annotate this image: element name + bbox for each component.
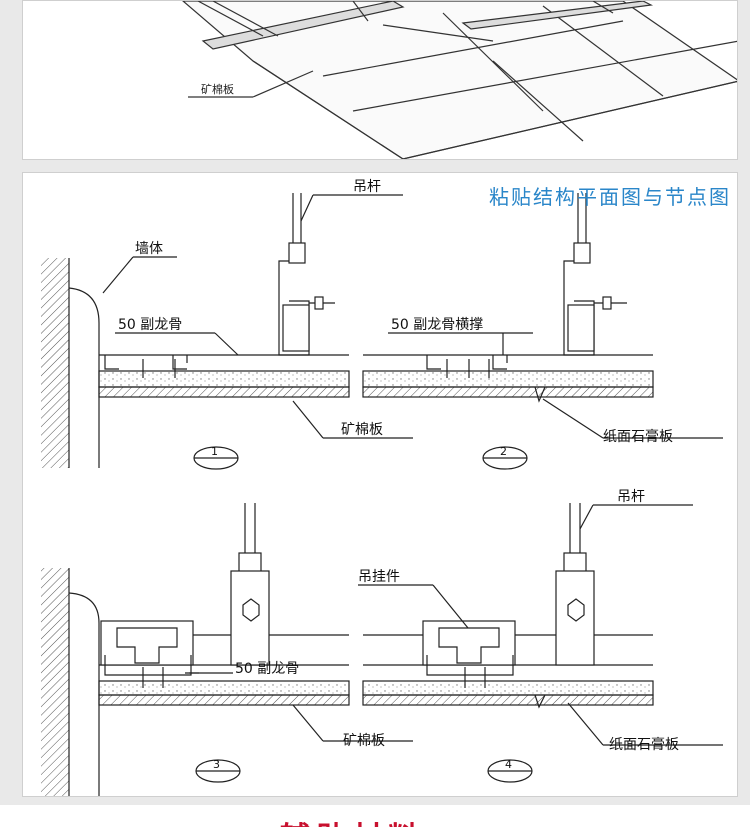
bottom-title-strip: 辅助材料 [0,805,750,827]
diagram-number-3: 3 [213,758,220,771]
isometric-ceiling-drawing: 矿棉板 [182,1,737,159]
isometric-ceiling-panel: 矿棉板 [22,0,738,160]
node-diagram-4 [358,503,723,783]
label-main-joist-3: 50 副龙骨 [235,661,299,677]
label-mineral-board-3: 矿棉板 [343,732,385,749]
label-mineral-board-1: 矿棉板 [341,421,383,438]
diagram-number-2: 2 [500,445,507,458]
label-main-joist-cross-2: 50 副龙骨横撑 [391,317,483,333]
label-main-joist-1: 50 副龙骨 [118,317,182,333]
label-mineral-board-top: 矿棉板 [201,82,234,96]
label-gypsum-board-4: 纸面石膏板 [609,736,679,753]
auxiliary-materials-title: 辅助材料 [280,813,424,827]
node-diagrams-drawing: 墙体 吊杆 50 副龙骨 矿棉板 1 [41,179,723,796]
node-diagram-2 [362,193,723,470]
label-rod-1: 吊杆 [353,179,381,195]
node-diagram-1 [41,193,413,470]
diagram-number-4: 4 [505,758,512,771]
label-gypsum-board-2: 纸面石膏板 [603,428,673,445]
node-diagrams-panel: 粘贴结构平面图与节点图 [22,172,738,797]
label-hanger-4: 吊挂件 [358,569,400,585]
node-diagram-3 [41,503,413,796]
diagram-number-1: 1 [211,445,218,458]
diagram-heading: 粘贴结构平面图与节点图 [489,185,731,209]
label-rod-4: 吊杆 [617,489,645,505]
label-wall: 墙体 [135,241,163,257]
